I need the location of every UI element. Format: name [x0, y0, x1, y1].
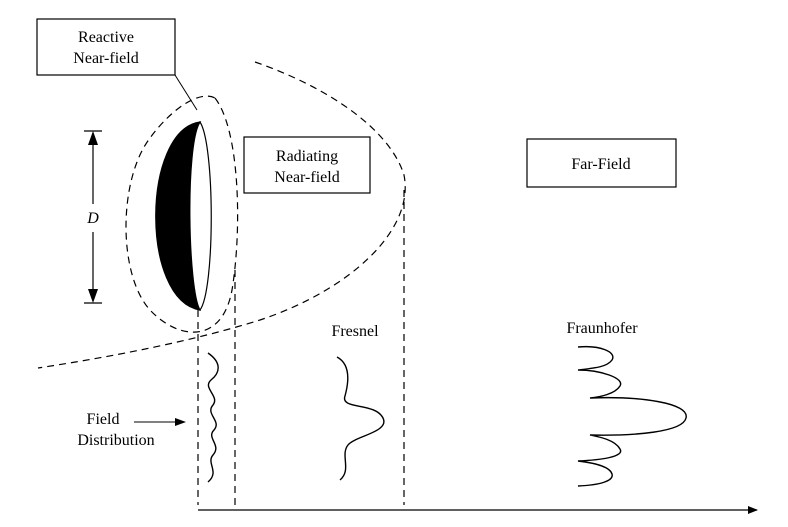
dish-antenna — [155, 120, 212, 312]
field-distribution-line1: Field — [87, 411, 120, 428]
reactive-near-field-box — [36, 18, 176, 76]
fraunhofer-label: Fraunhofer — [566, 320, 638, 337]
field-distribution-line2: Distribution — [77, 432, 154, 449]
radiating-near-field-boundary — [37, 61, 406, 369]
field-distribution-arrowhead — [175, 418, 186, 426]
reactive-label-line2: Near-field — [73, 50, 138, 67]
reactive-near-field-boundary — [125, 95, 239, 333]
far-field-label: Far-Field — [571, 156, 630, 173]
radiating-near-field-box — [243, 136, 371, 194]
reactive-label-line1: Reactive — [78, 29, 134, 46]
radiating-label-line1: Radiating — [276, 148, 338, 165]
reactive-leader-line — [174, 74, 198, 111]
fresnel-pattern-curve — [336, 356, 385, 481]
dimension-d-marker — [84, 130, 102, 304]
far-field-box — [526, 138, 677, 188]
reactive-field-distribution-curve — [207, 352, 219, 483]
fresnel-label: Fresnel — [331, 323, 379, 340]
radiating-label-line2: Near-field — [274, 169, 339, 186]
fraunhofer-pattern-curve — [577, 345, 687, 487]
dimension-label: D — [86, 210, 99, 227]
